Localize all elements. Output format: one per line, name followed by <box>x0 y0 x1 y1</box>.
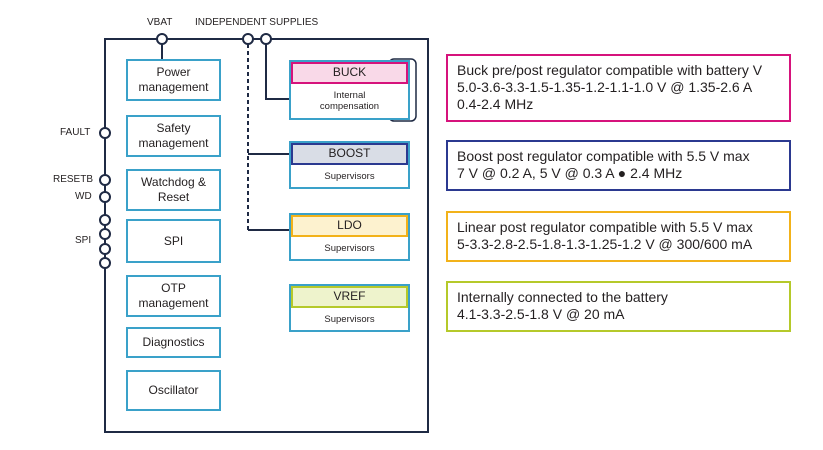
ldo-description: Linear post regulator compatible with 5.… <box>446 211 791 262</box>
ldo-description-line: Linear post regulator compatible with 5.… <box>457 219 753 235</box>
ldo-description-line: 5-3.3-2.8-2.5-1.8-1.3-1.25-1.2 V @ 300/6… <box>457 236 753 252</box>
supply-pin-2 <box>260 33 272 45</box>
fault-label: FAULT <box>60 127 91 138</box>
boost-title: BOOST <box>291 143 408 165</box>
vref-description-line: Internally connected to the battery <box>457 289 668 305</box>
vref-description-line: 4.1-3.3-2.5-1.8 V @ 20 mA <box>457 306 625 322</box>
ldo-subtitle: Supervisors <box>324 242 375 254</box>
spi-block: SPI <box>126 219 221 263</box>
spi-pin-2 <box>99 228 111 240</box>
oscillator-block: Oscillator <box>126 370 221 411</box>
supply-pin-1 <box>242 33 254 45</box>
spi-label: SPI <box>75 235 92 246</box>
otp-management-block: OTP management <box>126 275 221 317</box>
boost-description: Boost post regulator compatible with 5.5… <box>446 140 791 191</box>
boost-description-line: 7 V @ 0.2 A, 5 V @ 0.3 A ● 2.4 MHz <box>457 165 683 181</box>
vref-regulator: VREF Supervisors <box>289 284 410 332</box>
spi-pin-1 <box>99 214 111 226</box>
vref-title: VREF <box>291 286 408 308</box>
vbat-pin <box>156 33 168 45</box>
watchdog-reset-block: Watchdog & Reset <box>126 169 221 211</box>
fault-pin <box>99 127 111 139</box>
power-management-block: Power management <box>126 59 221 101</box>
vref-subtitle: Supervisors <box>324 313 375 325</box>
independent-supplies-label: INDEPENDENT SUPPLIES <box>195 17 319 28</box>
ldo-title: LDO <box>291 215 408 237</box>
resetb-pin <box>99 174 111 186</box>
boost-description-line: Boost post regulator compatible with 5.5… <box>457 148 750 164</box>
spi-pin-3 <box>99 243 111 255</box>
buck-description-line: 5.0-3.6-3.3-1.5-1.35-1.2-1.1-1.0 V @ 1.3… <box>457 79 753 95</box>
resetb-label: RESETB <box>53 174 94 185</box>
safety-management-block: Safety management <box>126 115 221 157</box>
ldo-regulator: LDO Supervisors <box>289 213 410 261</box>
buck-title: BUCK <box>291 62 408 84</box>
buck-subtitle: Internal compensation <box>319 90 380 112</box>
buck-description-line: Buck pre/post regulator compatible with … <box>457 62 763 78</box>
spi-pin-4 <box>99 257 111 269</box>
boost-subtitle: Supervisors <box>324 170 375 182</box>
buck-description-line: 0.4-2.4 MHz <box>457 96 534 112</box>
diagnostics-block: Diagnostics <box>126 327 221 358</box>
boost-regulator: BOOST Supervisors <box>289 141 410 189</box>
wd-pin <box>99 191 111 203</box>
vref-description: Internally connected to the battery 4.1-… <box>446 281 791 332</box>
buck-regulator: BUCK Internal compensation <box>289 60 410 120</box>
buck-description: Buck pre/post regulator compatible with … <box>446 54 791 122</box>
wd-label: WD <box>75 191 92 202</box>
buck-supply-wire <box>265 44 291 100</box>
vbat-label: VBAT <box>147 17 173 28</box>
